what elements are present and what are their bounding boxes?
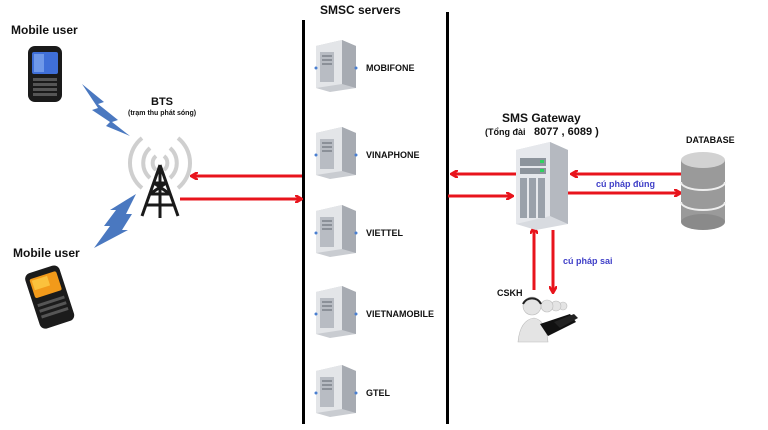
sms-gateway-sublabel: (Tổng đài 8077 , 6089 ) <box>485 126 599 138</box>
signal-lightning-icon <box>82 84 130 136</box>
cell-tower-icon <box>128 136 192 218</box>
signal-lightning-icon <box>94 194 136 248</box>
server-label-mobifone: MOBIFONE <box>366 63 415 73</box>
server-icon <box>314 205 358 257</box>
server-icon <box>314 40 358 92</box>
server-label-gtel: GTEL <box>366 388 390 398</box>
call-center-icon <box>517 296 578 343</box>
mobile-user-label-top: Mobile user <box>11 23 78 37</box>
smartphone-icon <box>28 46 62 102</box>
bts-label: BTS <box>151 96 173 108</box>
server-icon <box>516 142 568 230</box>
correct-syntax-label: cú pháp đúng <box>596 179 655 189</box>
server-icon <box>314 127 358 179</box>
database-icon <box>680 152 726 230</box>
bts-sublabel: (trạm thu phát sóng) <box>128 110 197 117</box>
mobile-user-label-bottom: Mobile user <box>13 246 80 260</box>
database-label: DATABASE <box>686 135 735 145</box>
sms-gateway-label: SMS Gateway <box>502 111 581 125</box>
smsc-left-boundary <box>302 20 305 424</box>
server-label-viettel: VIETTEL <box>366 228 404 238</box>
sms-gateway-sublabel-prefix: (Tổng đài <box>485 127 526 137</box>
sms-gateway-numbers: 8077 , 6089 ) <box>534 126 599 138</box>
smsc-servers-title: SMSC servers <box>320 3 401 17</box>
smsc-right-boundary <box>446 12 449 424</box>
server-label-vietnamobile: VIETNAMOBILE <box>366 309 435 319</box>
server-icon <box>314 365 358 417</box>
server-label-vinaphone: VINAPHONE <box>366 150 420 160</box>
cskh-label: CSKH <box>497 288 523 298</box>
server-icon <box>314 286 358 338</box>
wrong-syntax-label: cú pháp sai <box>563 256 613 266</box>
smartphone-icon <box>25 265 75 329</box>
